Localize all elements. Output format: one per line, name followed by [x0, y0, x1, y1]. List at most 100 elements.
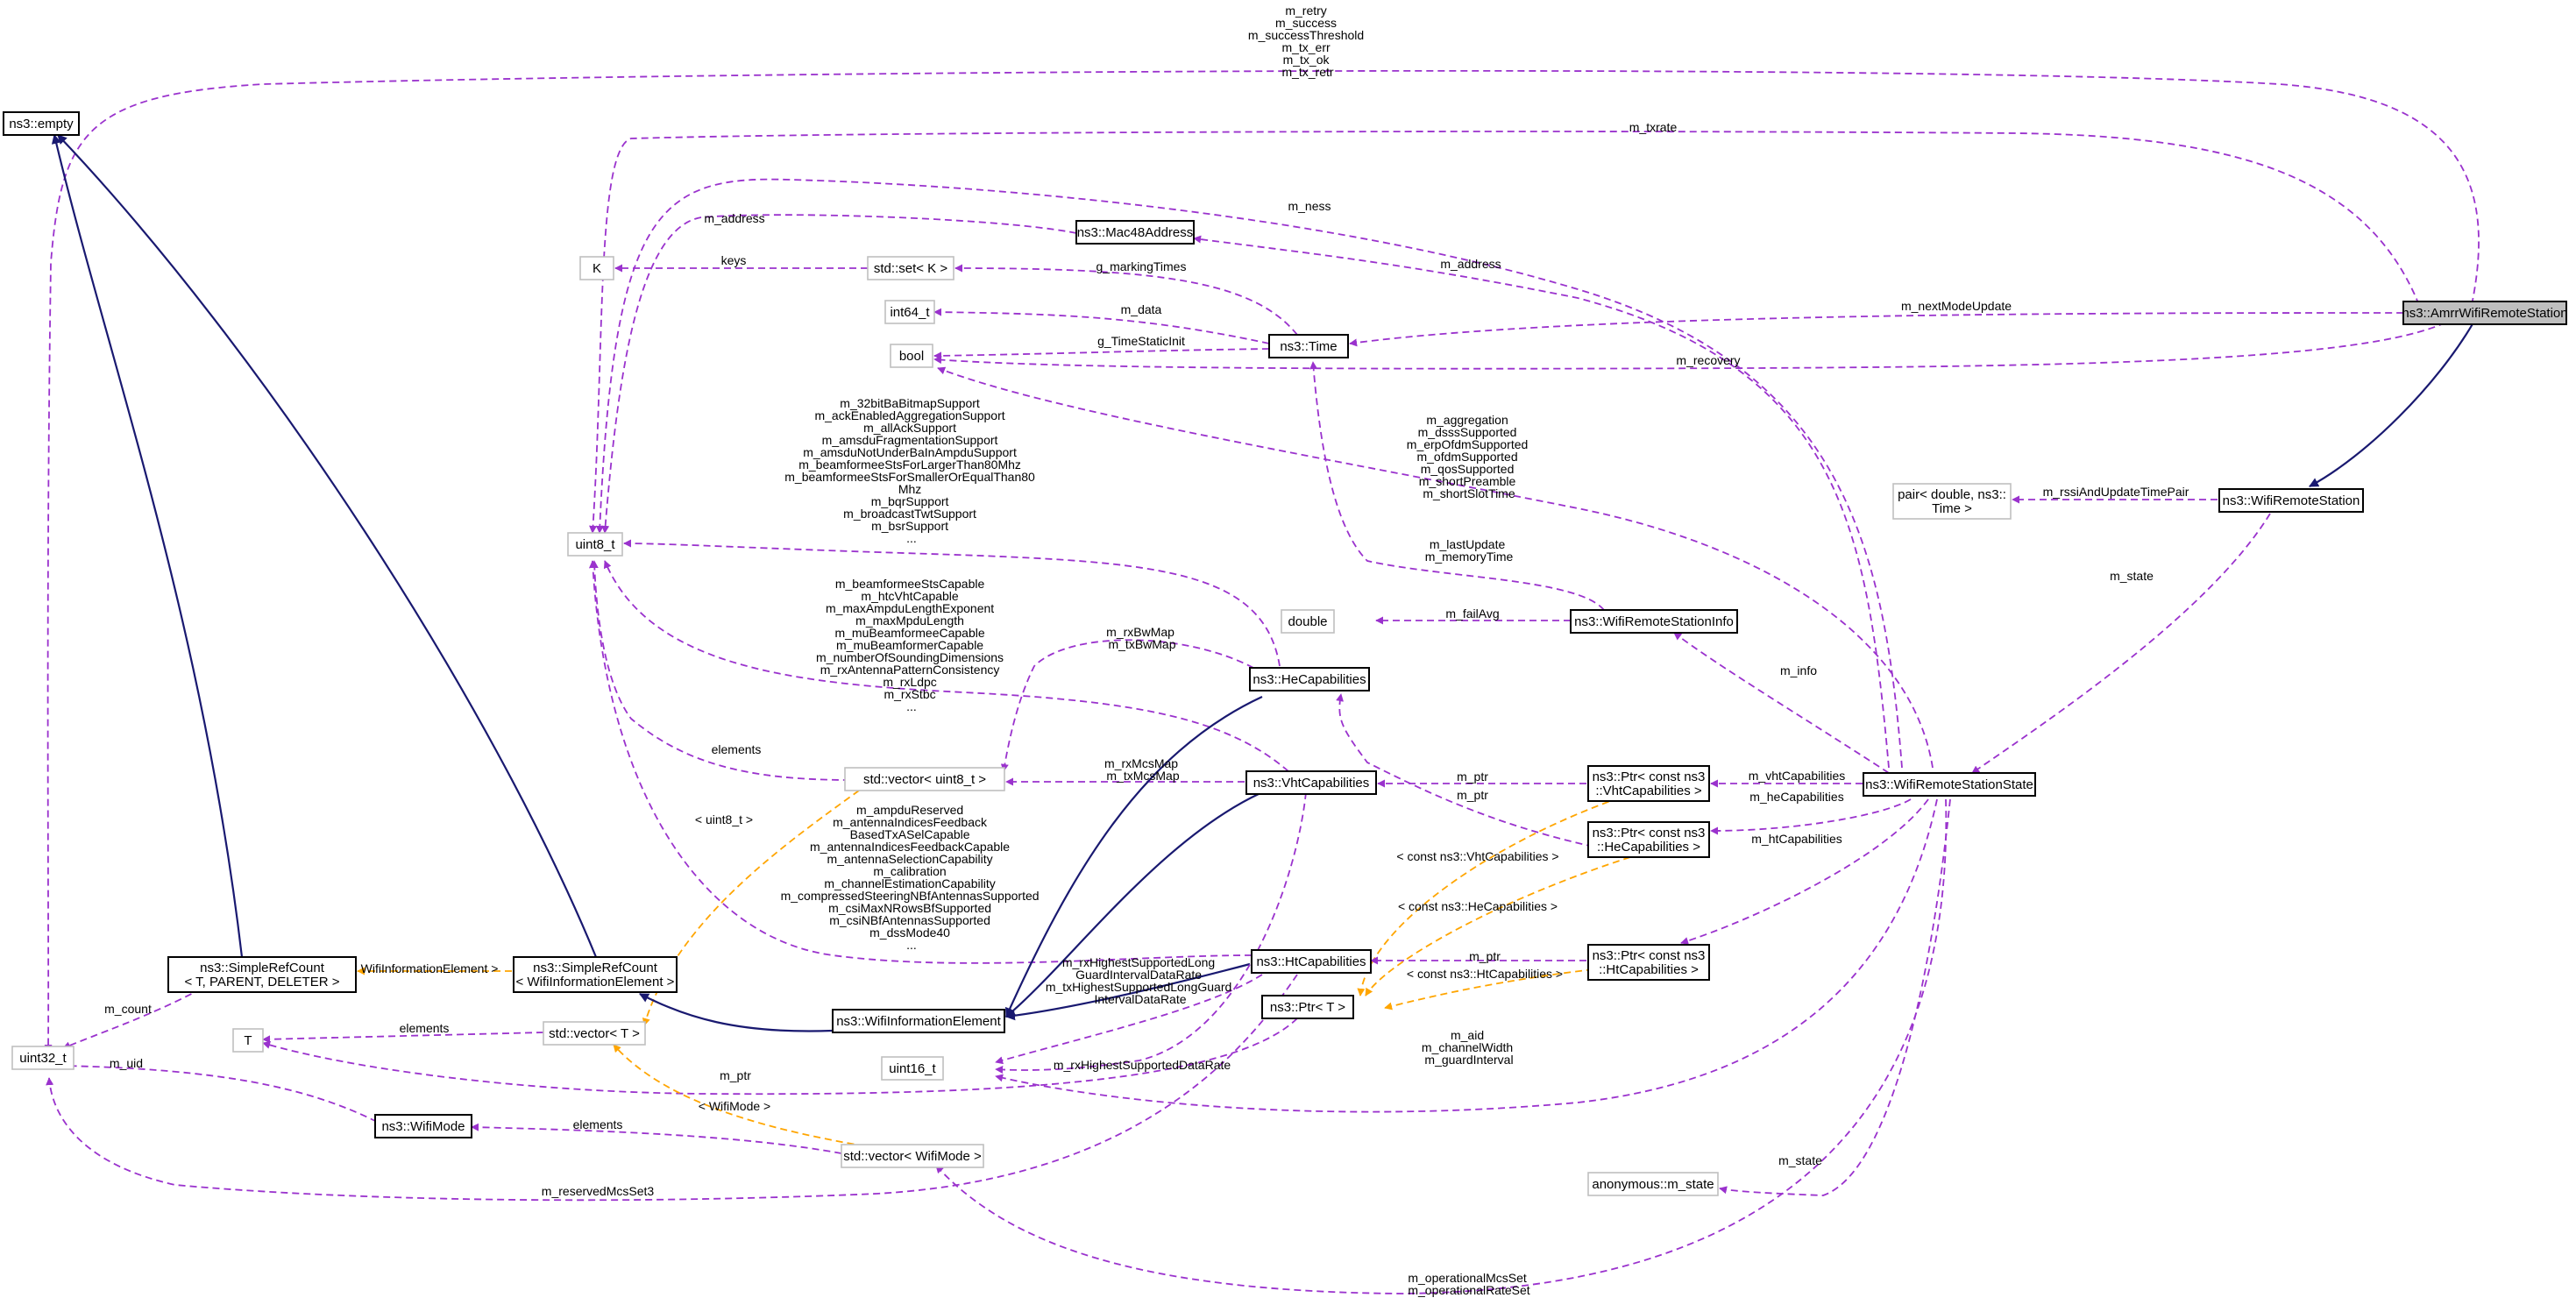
node-label: ns3::Ptr< T >	[1270, 1000, 1345, 1015]
node-ptr-he-capabilities[interactable]: ns3::Ptr< const ns3 ::HeCapabilities >	[1587, 821, 1710, 858]
node-label: ::HtCapabilities >	[1599, 962, 1699, 977]
edge-state-state-anon	[1719, 798, 1951, 1196]
label-m-uid: m_uid	[110, 1056, 143, 1070]
node-ptr-T[interactable]: ns3::Ptr< T >	[1261, 995, 1354, 1019]
node-label: ns3::Ptr< const ns3	[1593, 769, 1706, 784]
label-line: m_broadcastTwtSupport	[843, 507, 976, 521]
node-label: ::HeCapabilities >	[1597, 840, 1700, 855]
edge-vht-rxhighest-uint16	[995, 791, 1307, 1074]
edge-amrr-to-uint32	[44, 69, 2480, 1053]
node-ptr-ht-capabilities[interactable]: ns3::Ptr< const ns3 ::HtCapabilities >	[1587, 944, 1710, 981]
node-uint32[interactable]: uint32_t	[11, 1046, 75, 1070]
node-uint16[interactable]: uint16_t	[881, 1056, 944, 1081]
edge-state-hecaps-ptrhe	[1710, 798, 1912, 835]
label-ht-to-uint16: m_rxHighestSupportedLong GuardIntervalDa…	[1046, 955, 1235, 1006]
node-vector-uint8[interactable]: std::vector< uint8_t >	[844, 767, 1005, 791]
label-line: m_csiMaxNRowsBfSupported	[828, 901, 991, 915]
edge-time-staticinit-bool	[933, 348, 1270, 360]
edge-ht-inherits-wie	[1004, 962, 1251, 1021]
label-line: m_txMcsMap	[1106, 769, 1179, 783]
label-line: m_operationalMcsSet	[1408, 1271, 1527, 1285]
label-tmpl-wie: < WifiInformationElement >	[351, 961, 499, 975]
label-m-recovery: m_recovery	[1676, 353, 1740, 367]
node-pair-double-time[interactable]: pair< double, ns3:: Time >	[1892, 483, 2012, 520]
node-label: ns3::Mac48Address	[1077, 225, 1194, 240]
node-std-set-K[interactable]: std::set< K >	[867, 256, 954, 280]
label-m-ptr-he: m_ptr	[1457, 788, 1488, 802]
node-mac48address[interactable]: ns3::Mac48Address	[1075, 220, 1195, 245]
node-vector-wifimode[interactable]: std::vector< WifiMode >	[841, 1144, 984, 1168]
node-simple-ref-count-wie[interactable]: ns3::SimpleRefCount < WifiInformationEle…	[513, 956, 678, 993]
node-label: ns3::Ptr< const ns3	[1593, 948, 1706, 963]
edge-ptrhe-ptr-he	[1336, 693, 1594, 847]
node-vector-T[interactable]: std::vector< T >	[543, 1021, 646, 1046]
node-simple-ref-count-generic[interactable]: ns3::SimpleRefCount < T, PARENT, DELETER…	[167, 956, 357, 993]
label-line: m_successThreshold	[1248, 28, 1364, 42]
node-vht-capabilities[interactable]: ns3::VhtCapabilities	[1245, 770, 1377, 795]
label-line: m_maxMpduLength	[855, 613, 964, 628]
node-ns3-time[interactable]: ns3::Time	[1268, 334, 1349, 358]
edge-ht-fields-uint8	[588, 560, 1253, 964]
label-line: m_antennaIndicesFeedbackCapable	[810, 840, 1010, 854]
edge-src-inherits-empty	[51, 133, 244, 958]
edge-amrr-inherits-station	[2309, 322, 2474, 487]
node-ptr-vht-capabilities[interactable]: ns3::Ptr< const ns3 ::VhtCapabilities >	[1587, 765, 1710, 802]
node-wifi-remote-station-state[interactable]: ns3::WifiRemoteStationState	[1863, 772, 2036, 797]
label-tmpl-ht: < const ns3::HtCapabilities >	[1407, 967, 1563, 981]
label-line: m_ofdmSupported	[1416, 450, 1517, 464]
node-amrr-wifi-remote-station[interactable]: ns3::AmrrWifiRemoteStation	[2402, 301, 2568, 325]
label-line: m_tx_retr	[1281, 65, 1333, 79]
label-state-to-uint16: m_aid m_channelWidth m_guardInterval	[1422, 1028, 1516, 1067]
label-line: m_rxBwMap	[1106, 625, 1174, 639]
node-label: anonymous::m_state	[1592, 1177, 1714, 1192]
node-label: ns3::WifiRemoteStationInfo	[1574, 614, 1734, 629]
label-line: m_bsrSupport	[871, 519, 948, 533]
label-state-to-bool: m_aggregation m_dsssSupported m_erpOfdmS…	[1407, 413, 1531, 500]
label-line: m_amsduFragmentationSupport	[822, 433, 998, 447]
node-label: ns3::VhtCapabilities	[1253, 776, 1370, 791]
node-label: std::vector< uint8_t >	[863, 772, 986, 787]
label-line: m_allAckSupport	[863, 421, 956, 435]
label-elements-wifimode: elements	[573, 1117, 623, 1131]
node-int64[interactable]: int64_t	[884, 300, 935, 324]
node-label: ns3::Ptr< const ns3	[1593, 826, 1706, 840]
node-wifi-remote-station[interactable]: ns3::WifiRemoteStation	[2218, 488, 2364, 513]
label-line: ...	[906, 699, 917, 713]
node-wifi-remote-station-info[interactable]: ns3::WifiRemoteStationInfo	[1570, 609, 1738, 634]
node-label: ns3::AmrrWifiRemoteStation	[2402, 306, 2567, 321]
label-line: m_memoryTime	[1425, 550, 1514, 564]
node-wifi-mode[interactable]: ns3::WifiMode	[374, 1114, 472, 1138]
node-ht-capabilities[interactable]: ns3::HtCapabilities	[1251, 949, 1372, 974]
label-info-to-time: m_lastUpdate m_memoryTime	[1425, 537, 1514, 564]
node-ns3-empty[interactable]: ns3::empty	[3, 111, 80, 136]
edge-time-data-int64	[933, 308, 1270, 344]
node-label: ns3::WifiMode	[381, 1119, 465, 1134]
node-wifi-information-element[interactable]: ns3::WifiInformationElement	[832, 1009, 1005, 1033]
label-tmpl-uint8: < uint8_t >	[695, 812, 753, 826]
edge-srcwie-inherits-empty	[57, 134, 598, 958]
label-he-to-uint8: m_32bitBaBitmapSupport m_ackEnabledAggre…	[784, 396, 1038, 545]
node-anonymous-state[interactable]: anonymous::m_state	[1587, 1172, 1719, 1196]
node-bool[interactable]: bool	[890, 344, 933, 368]
node-label: ns3::HeCapabilities	[1253, 672, 1366, 687]
label-m-rxhighest: m_rxHighestSupportedDataRate	[1054, 1058, 1231, 1072]
edge-vector-elements-uint8	[590, 560, 851, 781]
label-line: m_erpOfdmSupported	[1407, 437, 1529, 451]
node-double[interactable]: double	[1281, 609, 1335, 634]
label-line: m_lastUpdate	[1430, 537, 1506, 551]
node-T[interactable]: T	[232, 1028, 264, 1053]
node-label: uint16_t	[889, 1061, 936, 1076]
edge-amrr-nextmodeupdate-time	[1349, 312, 2404, 347]
label-line: m_guardInterval	[1424, 1053, 1513, 1067]
edge-state-flags-bool	[937, 366, 1934, 769]
edge-station-state-state	[1971, 513, 2271, 774]
label-line: IntervalDataRate	[1094, 992, 1186, 1006]
node-uint8[interactable]: uint8_t	[567, 532, 623, 557]
label-m-count: m_count	[104, 1002, 152, 1016]
node-he-capabilities[interactable]: ns3::HeCapabilities	[1249, 667, 1370, 691]
label-line: m_csiNBfAntennasSupported	[829, 913, 990, 927]
label-line: m_ampduReserved	[856, 803, 963, 817]
nodes: ns3::empty K std::set< K > ns3::Mac48Add…	[3, 111, 2568, 1196]
edge-state-ness-uint8	[595, 178, 1903, 769]
node-K[interactable]: K	[579, 256, 614, 280]
